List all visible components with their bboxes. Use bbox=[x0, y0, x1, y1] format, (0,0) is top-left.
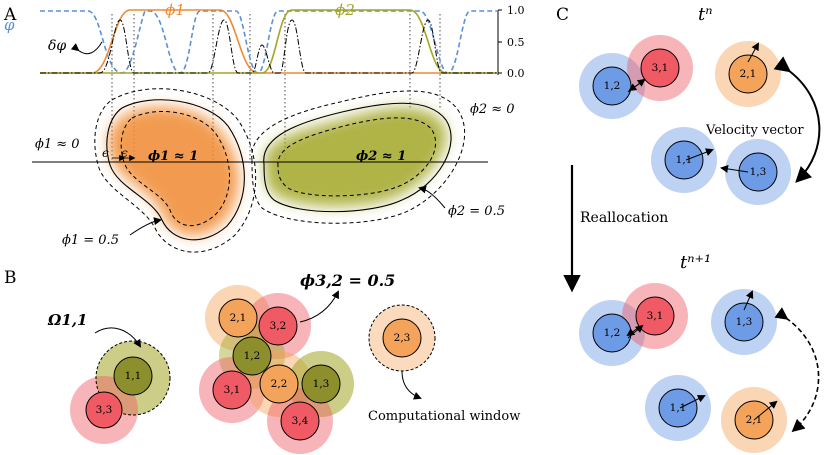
particle-label-2-3: 2,3 bbox=[394, 332, 411, 344]
particle-label-3-3: 3,3 bbox=[96, 404, 113, 416]
c-bottom-label-1-3: 1,3 bbox=[736, 316, 753, 328]
phi32-arrow bbox=[299, 290, 339, 323]
c-bottom-particle-1-3 bbox=[724, 302, 764, 342]
particle-3-1 bbox=[212, 370, 252, 410]
particle-3-4 bbox=[280, 401, 320, 441]
delta-curve bbox=[40, 19, 498, 74]
legend-phi1: ϕ1 bbox=[165, 1, 185, 19]
particle-label-1-1: 1,1 bbox=[125, 370, 142, 382]
particle-2-3 bbox=[382, 318, 422, 358]
omega-arrow bbox=[94, 327, 142, 348]
panel-c: tⁿ tⁿ⁺¹ 1,2 3,1 2,1 1,1 1,3 Velocity vec… bbox=[563, 4, 821, 453]
phi2-half-arrow bbox=[418, 185, 446, 209]
epsilon-label-2: ϵ bbox=[121, 146, 128, 160]
c-top-particle-2-1 bbox=[728, 54, 768, 94]
velocity-vector-label: Velocity vector bbox=[705, 123, 804, 138]
phi1-half-arrow bbox=[129, 217, 162, 236]
axis-tick-0: 0.0 bbox=[507, 67, 525, 80]
time-tn-label: tⁿ bbox=[698, 4, 713, 25]
axis-tick-05: 0.5 bbox=[507, 36, 525, 49]
particle-label-3-1: 3,1 bbox=[224, 384, 241, 396]
phi1-domain-fill bbox=[108, 106, 239, 236]
axis-tick-1: 1.0 bbox=[507, 4, 525, 17]
particle-3-3 bbox=[85, 391, 123, 429]
window-arrow bbox=[401, 370, 422, 400]
c-bottom-label-1-1: 1,1 bbox=[670, 402, 687, 414]
particle-2-1 bbox=[218, 298, 258, 338]
phi2-domain-fill bbox=[264, 107, 447, 207]
panel-label-a: A bbox=[3, 5, 17, 25]
phi1-half-label: ϕ1 = 0.5 bbox=[62, 233, 119, 248]
omega-boundary bbox=[95, 340, 171, 416]
particle-label-1-3: 1,3 bbox=[313, 378, 330, 390]
phi32-label: ϕ3,2 = 0.5 bbox=[300, 271, 395, 290]
legend-varphi: φ bbox=[4, 16, 15, 34]
c-bottom-label-1-2: 1,2 bbox=[604, 327, 621, 339]
phi2-curve bbox=[40, 9, 498, 74]
panel-label-b: B bbox=[4, 268, 17, 288]
phi2-half-label: ϕ2 = 0.5 bbox=[448, 204, 505, 219]
particle-label-3-4: 3,4 bbox=[292, 415, 309, 427]
panel-b: 1,1 3,3 Ω1,1 2,1 3,2 1,2 3,1 2,2 1,3 3,4… bbox=[47, 271, 520, 454]
c-top-particle-3-1 bbox=[640, 48, 680, 88]
phi2-one-label: ϕ2 ≈ 1 bbox=[356, 149, 406, 164]
c-bottom-particle-3-1 bbox=[635, 296, 675, 336]
particle-1-1 bbox=[113, 356, 153, 396]
delta-label: δφ bbox=[48, 38, 66, 54]
phi1-one-label: ϕ1 ≈ 1 bbox=[148, 149, 198, 164]
c-bottom-label-3-1: 3,1 bbox=[647, 310, 664, 322]
particle-2-2 bbox=[259, 364, 299, 404]
particle-label-2-2: 2,2 bbox=[271, 378, 288, 390]
panel-a-domains: ϵ ϵ ϕ1 ≈ 0 ϕ2 ≈ 0 ϕ1 ≈ 1 ϕ2 ≈ 1 ϕ1 = 0.5… bbox=[32, 88, 515, 253]
c-top-label-2-1: 2,1 bbox=[740, 68, 757, 80]
particle-1-3 bbox=[301, 364, 341, 404]
delta-arrow bbox=[70, 41, 103, 55]
reallocation-label: Reallocation bbox=[580, 210, 668, 226]
time-tn1-label: tⁿ⁺¹ bbox=[680, 252, 711, 273]
c-top-particle-1-1 bbox=[664, 140, 704, 180]
particle-label-2-1: 2,1 bbox=[230, 312, 247, 324]
panel-label-c: C bbox=[556, 5, 569, 25]
swap-arrow-top bbox=[773, 56, 821, 183]
c-top-label-1-1: 1,1 bbox=[676, 154, 693, 166]
c-bottom-particle-1-1 bbox=[658, 388, 698, 428]
c-top-label-1-2: 1,2 bbox=[604, 80, 621, 92]
phi1-zero-label: ϕ1 ≈ 0 bbox=[35, 137, 80, 152]
epsilon-label-1: ϵ bbox=[102, 146, 109, 160]
c-top-label-1-3: 1,3 bbox=[750, 166, 767, 178]
computational-window-label: Computational window bbox=[368, 409, 520, 424]
particle-label-1-2: 1,2 bbox=[244, 350, 261, 362]
phi1-curve bbox=[40, 9, 498, 74]
varphi-curve bbox=[40, 10, 498, 74]
omega-label: Ω1,1 bbox=[47, 311, 87, 329]
particle-label-3-2: 3,2 bbox=[270, 320, 287, 332]
panel-a-profile-plot: 1.0 0.5 0.0 φ ϕ1 ϕ2 δφ bbox=[4, 1, 525, 162]
legend-phi2: ϕ2 bbox=[335, 1, 355, 19]
phi2-zero-label: ϕ2 ≈ 0 bbox=[470, 102, 515, 117]
particle-3-2 bbox=[258, 306, 298, 346]
c-top-label-3-1: 3,1 bbox=[652, 62, 669, 74]
swap-arrow-bottom bbox=[774, 307, 820, 433]
particle-1-2 bbox=[232, 336, 272, 376]
